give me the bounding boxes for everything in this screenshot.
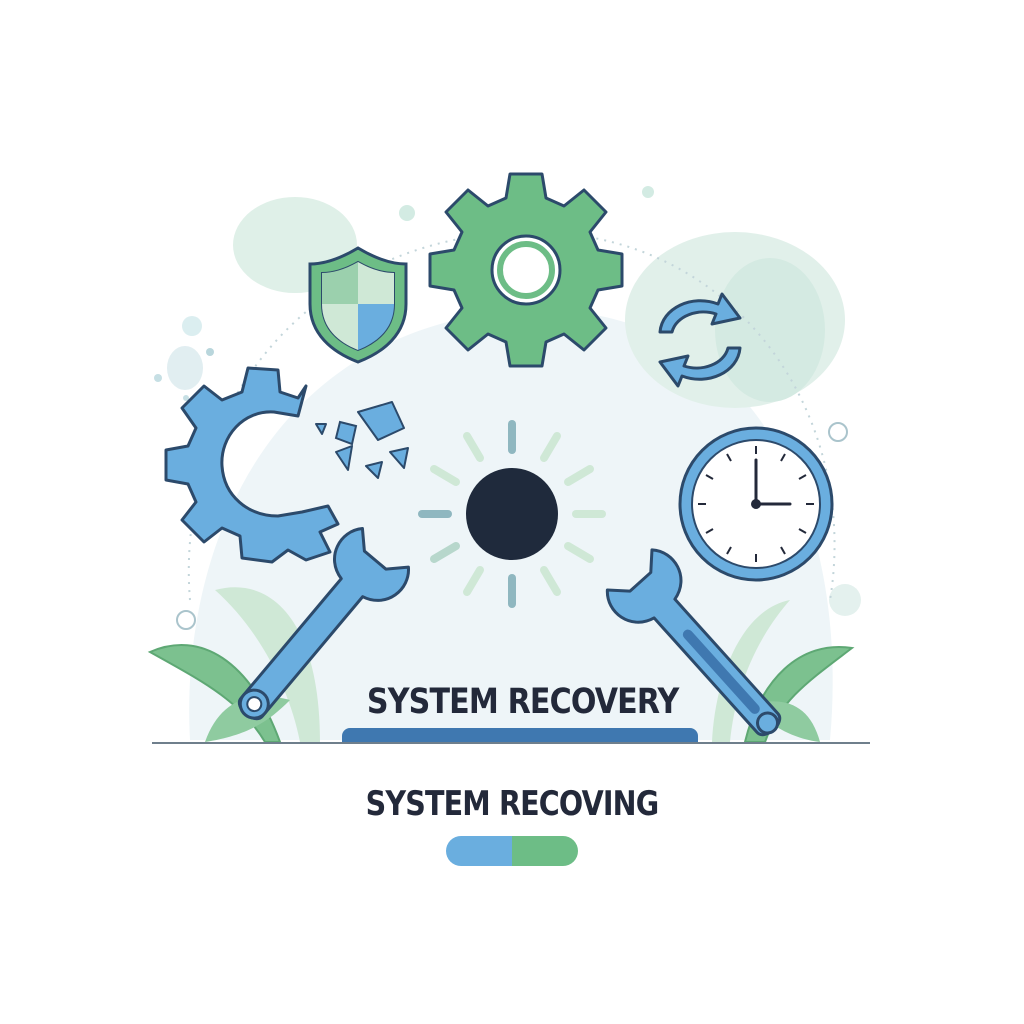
heading-block: SYSTEM RECOVERY <box>342 676 698 746</box>
shield-icon <box>308 246 408 364</box>
wrench-icon <box>605 548 782 736</box>
gear-shards <box>315 401 409 479</box>
status-label: SYSTEM RECOVING <box>365 784 659 824</box>
progress-fill <box>446 836 512 866</box>
clock-icon <box>678 426 834 582</box>
title-plate <box>342 728 698 744</box>
sync-icon <box>658 292 742 388</box>
progress-remaining <box>512 836 578 866</box>
broken-gear-icon <box>164 366 358 564</box>
gear-icon <box>428 172 624 368</box>
loading-spinner-icon <box>418 420 606 608</box>
wrench-icon <box>237 527 410 721</box>
progress-bar <box>446 836 578 866</box>
ground-line <box>152 742 870 744</box>
page-title: SYSTEM RECOVERY <box>366 682 679 722</box>
